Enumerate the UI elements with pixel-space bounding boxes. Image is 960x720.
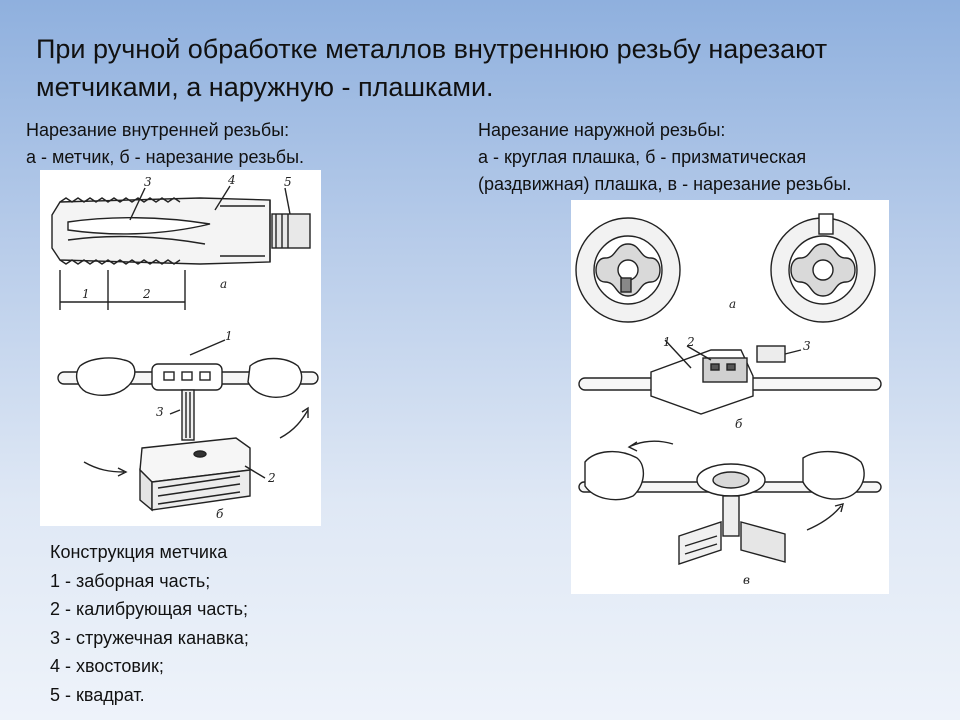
- die-drawing: а 1 2 3 б: [575, 213, 882, 587]
- left-caption-line1: Нарезание внутренней резьбы:: [26, 120, 290, 140]
- tap-label-5: 5: [284, 175, 292, 189]
- legend-item: 4 - хвостовик;: [50, 656, 164, 676]
- right-caption: Нарезание наружной резьбы: а - круглая п…: [478, 117, 851, 198]
- tap-wrench: [57, 339, 319, 512]
- tap-body: [51, 185, 311, 310]
- right-caption-line1: Нарезание наружной резьбы:: [478, 120, 726, 140]
- tap-label-4: 4: [227, 173, 236, 187]
- threading-label-v: в: [743, 573, 750, 587]
- tap-legend: Конструкция метчика 1 - заборная часть; …: [50, 538, 249, 709]
- legend-item: 3 - стружечная канавка;: [50, 627, 249, 648]
- left-caption: Нарезание внутренней резьбы: а - метчик,…: [26, 117, 304, 171]
- legend-title: Конструкция метчика: [50, 542, 228, 562]
- legend-item: 2 - калибрующая часть;: [50, 599, 249, 619]
- round-dies: [575, 213, 876, 323]
- stock-label-3: 3: [803, 339, 811, 353]
- tap-drawing: 3 4 5 1 2 а: [51, 173, 319, 521]
- tap-label-a: а: [220, 277, 227, 291]
- right-caption-line2: а - круглая плашка, б - призматическая: [478, 147, 807, 167]
- slide-title: При ручной обработке металлов внутреннюю…: [36, 34, 828, 102]
- left-caption-line2: а - метчик, б - нарезание резьбы.: [26, 147, 305, 167]
- tap-illustration: 3 4 5 1 2 а: [40, 170, 321, 526]
- wrench-label-3: 3: [156, 405, 164, 419]
- tap-label-2: 2: [142, 287, 151, 301]
- die-threading: [578, 440, 882, 565]
- die-label-a: а: [729, 297, 736, 311]
- die-illustration: а 1 2 3 б: [571, 200, 889, 594]
- stock-label-b: б: [735, 417, 743, 431]
- tap-label-3: 3: [144, 175, 152, 189]
- tap-label-1: 1: [82, 287, 90, 301]
- legend-item: 5 - квадрат.: [50, 684, 145, 705]
- stock-label-2: 2: [686, 335, 695, 349]
- prismatic-die-stock: [578, 339, 882, 415]
- wrench-label-2: 2: [267, 471, 276, 485]
- wrench-label-b: б: [216, 507, 224, 521]
- legend-item: 1 - заборная часть;: [50, 570, 211, 591]
- right-caption-line3: (раздвижная) плашка, в - нарезание резьб…: [478, 174, 852, 194]
- stock-label-1: 1: [663, 335, 671, 349]
- wrench-label-1: 1: [225, 329, 233, 343]
